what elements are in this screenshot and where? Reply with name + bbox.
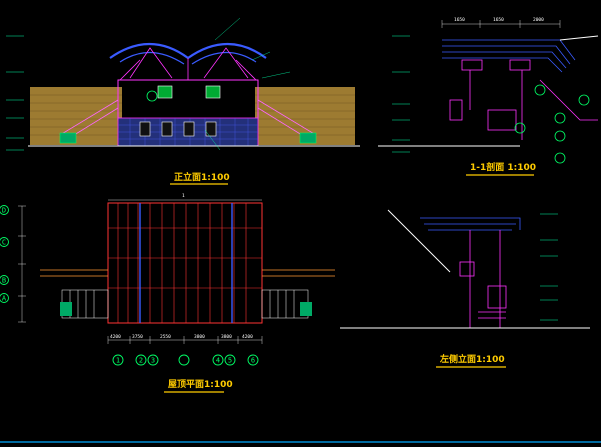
- side-title-group: 左侧立面1:100: [436, 353, 506, 368]
- right-planter: [299, 132, 317, 144]
- roof-plan: 1: [0, 193, 335, 366]
- plan-left-dimension: [18, 205, 26, 323]
- front-annotation-leaders: [204, 17, 291, 151]
- plan-wing-walls: [40, 269, 335, 277]
- plan-axis-bottom: 1 2 3 4 5 6: [112, 354, 259, 366]
- plan-dim-4: 3800: [194, 334, 205, 340]
- axis-bubble-5: [224, 354, 236, 366]
- axis-bubble-D: [0, 205, 9, 215]
- axis-label-B: B: [2, 277, 6, 285]
- section-title: 1-1剖面 1:100: [470, 161, 536, 173]
- section-1-1: 1650 1650 2000: [378, 17, 599, 164]
- axis-bubble-mid: [178, 354, 190, 366]
- plan-main-beams: [139, 203, 233, 323]
- axis-bubble-2: [135, 354, 147, 366]
- axis-label-2: 2: [139, 357, 143, 365]
- front-elevation: [6, 17, 360, 151]
- section-top-dimension: [441, 20, 561, 28]
- front-elevation-title: 正立面1:100: [174, 171, 230, 183]
- section-dim-3: 2000: [533, 17, 544, 23]
- axis-bubble-4: [212, 354, 224, 366]
- section-dim-1: 1650: [454, 17, 465, 23]
- front-level-marks: [6, 35, 24, 151]
- section-roof: [442, 39, 576, 73]
- plan-title: 屋顶平面1:100: [168, 379, 233, 390]
- axis-bubble-B: [0, 275, 9, 285]
- roof-truss: [119, 47, 257, 81]
- side-structure: [459, 230, 507, 328]
- plan-title-group: 屋顶平面1:100: [164, 379, 233, 393]
- plan-planters: [60, 302, 312, 316]
- plan-roof-outline: [107, 202, 263, 324]
- central-building-upper: [117, 79, 259, 121]
- front-windows: [139, 85, 221, 137]
- axis-label-5: 5: [228, 357, 232, 365]
- front-elevation-title-group: 正立面1:100: [170, 171, 230, 185]
- side-roof: [420, 217, 521, 231]
- plan-top-dim-label: 1: [182, 193, 185, 199]
- section-detail-markers: [514, 84, 590, 164]
- section-title-group: 1-1剖面 1:100: [466, 161, 536, 176]
- axis-bubble-A: [0, 293, 9, 303]
- axis-label-4: 4: [216, 357, 220, 365]
- section-level-marks: [392, 35, 410, 153]
- left-planter: [59, 132, 77, 144]
- roof-arches: [109, 42, 267, 65]
- plan-dim-2: 3750: [132, 334, 143, 340]
- section-dim-2: 1650: [493, 17, 504, 23]
- plan-dim-5: 3800: [221, 334, 232, 340]
- plan-roof-purlins: [108, 203, 262, 323]
- axis-label-C: C: [2, 239, 6, 247]
- plan-dim-6: 4200: [242, 334, 253, 340]
- axis-label-A: A: [2, 295, 7, 303]
- plan-dim-1: 4200: [110, 334, 121, 340]
- axis-bubble-6: [247, 354, 259, 366]
- plan-bottom-dimension: [107, 336, 263, 344]
- plan-dim-3: 2550: [160, 334, 171, 340]
- section-structure: [449, 59, 598, 140]
- axis-bubble-1: [112, 354, 124, 366]
- plan-stairs: [61, 289, 309, 319]
- side-level-marks: [540, 213, 558, 321]
- side-elevation-title: 左侧立面1:100: [439, 353, 505, 365]
- axis-label-1: 1: [116, 357, 120, 365]
- section-steel-mast: [559, 35, 599, 41]
- axis-label-6: 6: [251, 357, 255, 365]
- axis-label-D: D: [2, 207, 6, 215]
- front-detail-marker: [146, 90, 158, 102]
- axis-bubble-3: [147, 354, 159, 366]
- axis-label-3: 3: [151, 357, 155, 365]
- side-steel-mast: [387, 209, 451, 273]
- left-side-elevation: [340, 209, 590, 329]
- axis-bubble-C: [0, 237, 9, 247]
- plan-axis-left: D C B A: [0, 205, 9, 303]
